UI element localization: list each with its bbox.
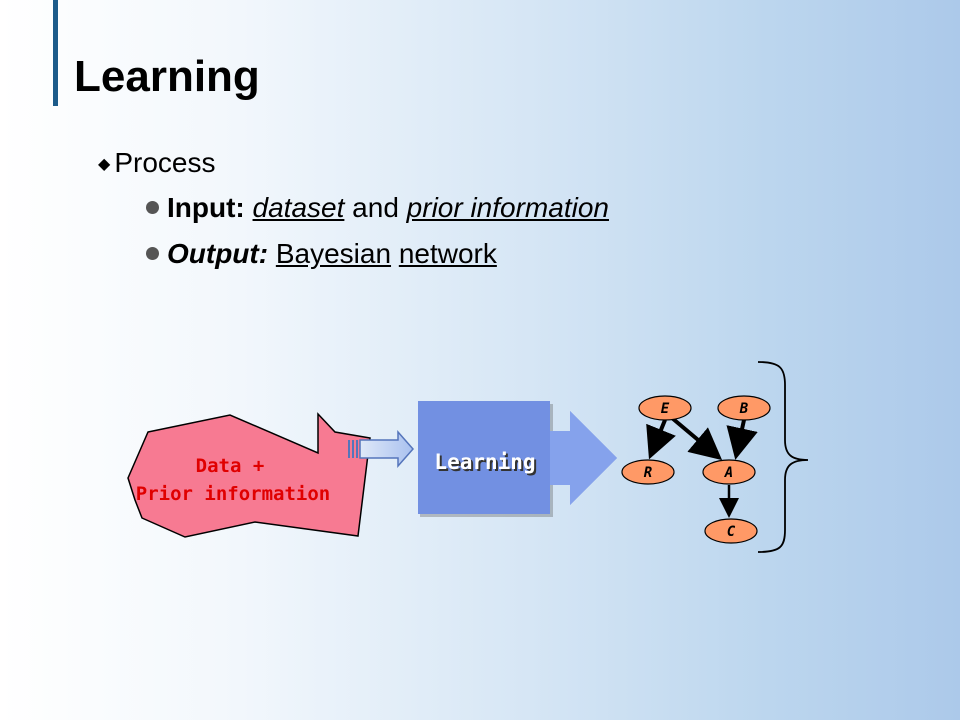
input-label: Input:: [167, 192, 245, 223]
data-prior-blob: [127, 412, 371, 538]
title-accent-bar: [53, 0, 58, 106]
output-bayesian: Bayesian: [275, 238, 392, 269]
learning-label: Learning: [434, 450, 535, 474]
learning-box: [418, 401, 617, 517]
output-label: Output:: [167, 238, 269, 269]
blob-line-2: Prior information: [136, 483, 330, 505]
svg-text:B: B: [739, 401, 749, 417]
node-e: E: [638, 395, 692, 421]
diamond-bullet-icon: ◆: [98, 156, 111, 173]
striped-arrow-icon: [348, 430, 415, 468]
svg-text:R: R: [644, 465, 652, 481]
input-dataset: dataset: [252, 192, 345, 223]
svg-text:E: E: [661, 401, 670, 417]
node-b: B: [717, 395, 771, 421]
learning-label-shadow: Learning: [436, 452, 537, 476]
node-c: C: [704, 518, 758, 544]
bullet-process: ◆Process: [98, 147, 215, 179]
svg-text:A: A: [724, 465, 733, 481]
svg-text:C: C: [727, 524, 736, 540]
edge-b-a: [726, 419, 758, 460]
edge-e-a: [670, 416, 723, 461]
dot-bullet-icon: [146, 201, 159, 214]
blob-line-1: Data +: [196, 455, 265, 477]
bullet-output: Output: Bayesian network: [146, 238, 497, 270]
process-label: Process: [114, 147, 216, 178]
node-r: R: [621, 459, 675, 485]
slide-title: Learning: [74, 52, 260, 101]
input-prior-information: prior information: [406, 192, 609, 223]
node-a: A: [702, 459, 756, 485]
bullet-input: Input: dataset and prior information: [146, 192, 609, 224]
output-network: network: [398, 238, 497, 269]
edge-e-r: [646, 419, 676, 460]
dot-bullet-icon: [146, 247, 159, 260]
input-and: and: [352, 192, 399, 223]
curly-brace-icon: [757, 361, 809, 553]
